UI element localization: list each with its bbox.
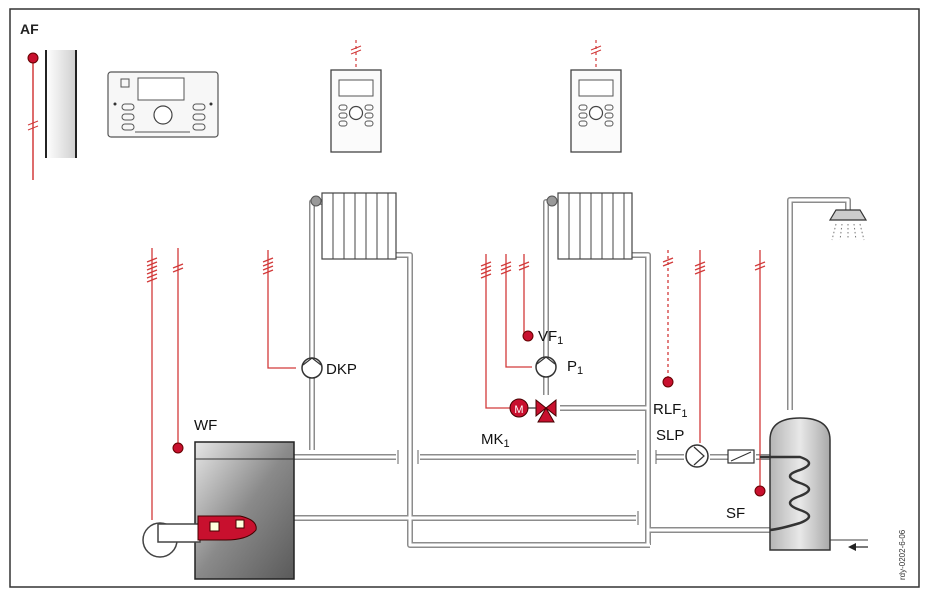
room-unit-1 [330, 40, 382, 153]
main-controller [107, 71, 219, 138]
mixing-valve-mk1: M [509, 398, 557, 423]
burner [142, 515, 257, 558]
sensor-vf1 [522, 330, 534, 342]
diagram-frame [9, 8, 920, 588]
dhw-tank [760, 417, 831, 551]
sf-label: SF [726, 505, 745, 522]
radiator-2 [546, 192, 633, 260]
p1-label: P1 [567, 358, 583, 377]
radiator-1 [310, 192, 397, 260]
shower-head [828, 209, 868, 241]
check-valve [727, 449, 755, 464]
sensor-wf [172, 442, 184, 454]
slp-label: SLP [656, 427, 684, 444]
dkp-label: DKP [326, 361, 357, 378]
rlf1-label: RLF1 [653, 401, 687, 420]
pump-slp [685, 444, 709, 468]
motor-label: M [514, 404, 523, 416]
sensor-rlf1 [662, 376, 674, 388]
room-unit-2 [570, 40, 622, 153]
boiler [194, 441, 295, 580]
outside-sensor-af: AF [20, 21, 77, 180]
sensor-sf [754, 485, 766, 497]
vf1-label: VF1 [538, 328, 563, 347]
figure-code: rdy-0202-6-06 [898, 529, 907, 580]
pump-p1 [535, 356, 557, 378]
mk1-label: MK1 [481, 431, 510, 450]
wall [46, 50, 76, 158]
pump-dkp [301, 357, 323, 379]
af-label: AF [20, 21, 39, 37]
wf-label: WF [194, 417, 217, 434]
